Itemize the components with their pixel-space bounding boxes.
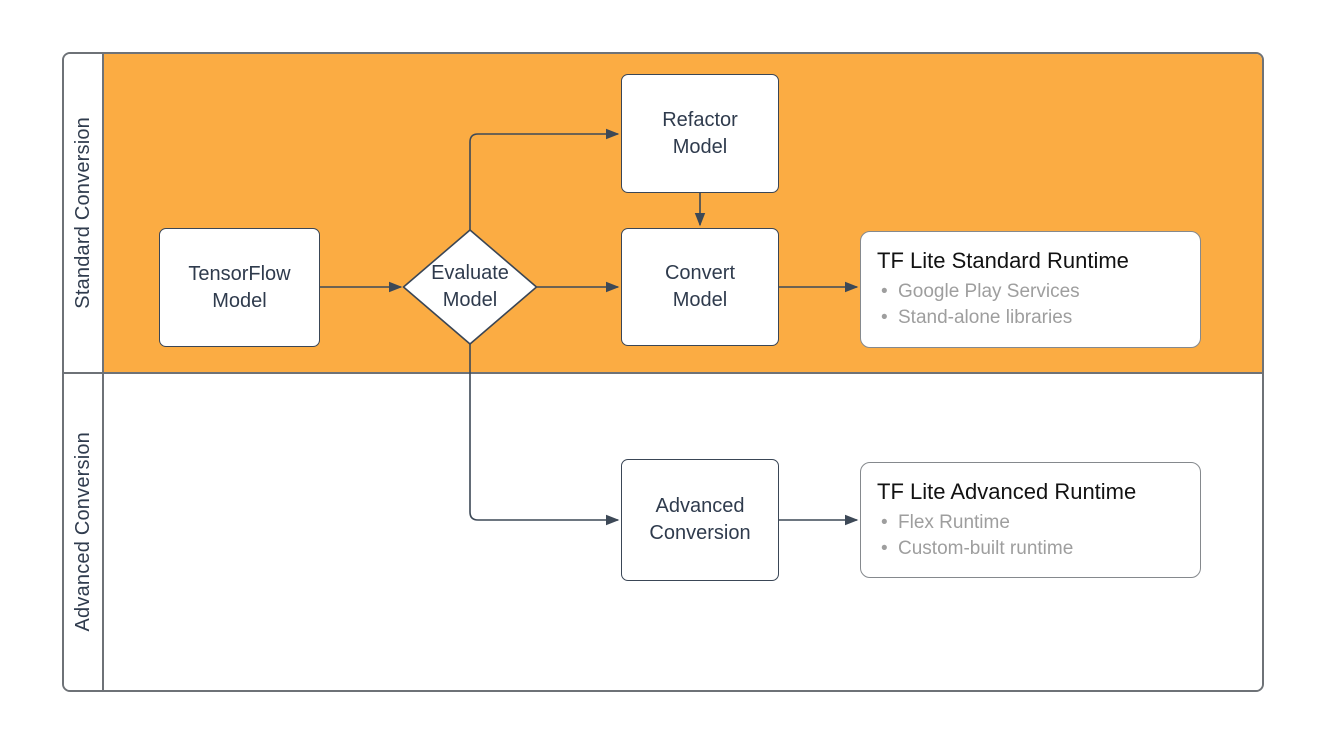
tflite-standard-runtime-bullets: Google Play Services Stand-alone librari… (877, 279, 1184, 331)
node-convert-model: Convert Model (621, 228, 779, 346)
tflite-advanced-runtime-title: TF Lite Advanced Runtime (877, 479, 1137, 504)
node-refactor-model: Refactor Model (621, 74, 779, 193)
evaluate-model-label: Evaluate Model (431, 262, 509, 311)
node-tflite-advanced-runtime: TF Lite Advanced Runtime Flex Runtime Cu… (860, 462, 1201, 578)
bullet-flex-runtime: Flex Runtime (877, 510, 1184, 536)
lane-standard-label: Standard Conversion (71, 117, 94, 309)
node-tflite-standard-runtime: TF Lite Standard Runtime Google Play Ser… (860, 231, 1201, 348)
node-advanced-conversion: Advanced Conversion (621, 459, 779, 581)
bullet-custom-built-runtime: Custom-built runtime (877, 536, 1184, 562)
tflite-standard-runtime-title: TF Lite Standard Runtime (877, 248, 1129, 273)
lane-advanced-label: Advanced Conversion (71, 432, 94, 632)
lane-advanced-label-cell: Advanced Conversion (64, 374, 104, 690)
node-tensorflow-model: TensorFlow Model (159, 228, 320, 347)
tensorflow-model-label: TensorFlow Model (188, 262, 291, 312)
bullet-google-play-services: Google Play Services (877, 279, 1184, 305)
refactor-model-label: Refactor Model (662, 108, 738, 158)
lane-standard-label-cell: Standard Conversion (64, 54, 104, 372)
advanced-conversion-label: Advanced Conversion (649, 495, 751, 544)
tflite-advanced-runtime-bullets: Flex Runtime Custom-built runtime (877, 510, 1184, 562)
bullet-stand-alone-libraries: Stand-alone libraries (877, 305, 1184, 331)
node-evaluate-model: Evaluate Model (403, 230, 537, 344)
convert-model-label: Convert Model (664, 262, 736, 311)
